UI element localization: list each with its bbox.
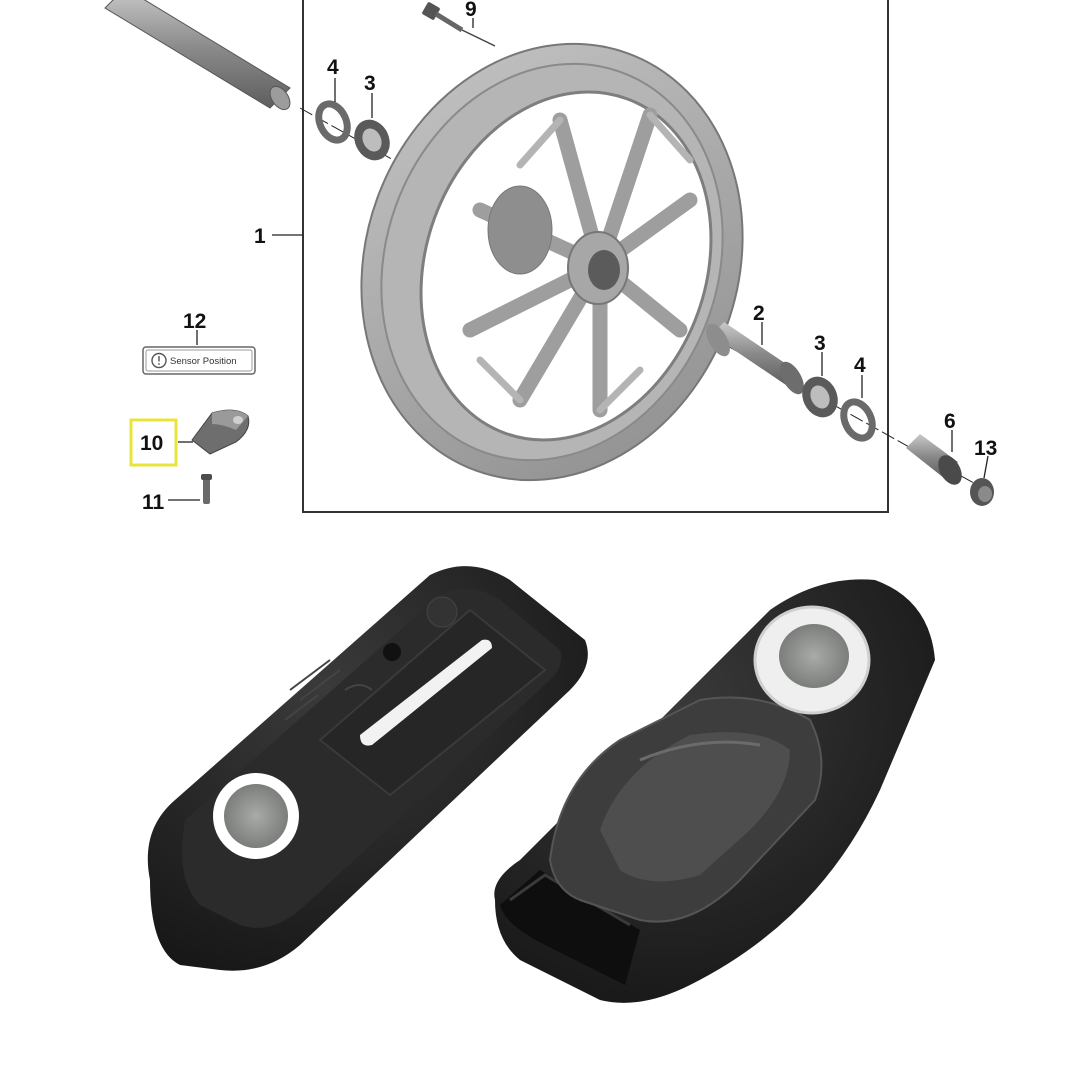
- part-12-sensor-position-sticker: Sensor Position: [142, 346, 256, 375]
- part-6-bushing: [906, 434, 962, 485]
- part-4-spacer-ring-left: [315, 100, 351, 144]
- part-11-screw: [201, 474, 212, 504]
- part-1-wheel: [360, 42, 744, 482]
- tire-pressure-icon: [151, 352, 167, 369]
- part-3-bearing-right: [802, 376, 838, 418]
- highlight-box-part-10: [129, 418, 178, 467]
- tpms-sensor-photo-right: [494, 579, 935, 1003]
- part-13-cap: [970, 478, 994, 506]
- callout-13: 13: [974, 437, 997, 460]
- part-9-valve: [422, 2, 496, 47]
- axle-shaft: [104, 0, 291, 111]
- part-2-spacer-sleeve: [706, 322, 804, 395]
- callout-11: 11: [142, 491, 165, 514]
- leader-lines: [168, 18, 989, 501]
- callout-12: 12: [183, 310, 206, 333]
- callout-6: 6: [944, 410, 956, 433]
- sticker-text: Sensor Position: [170, 356, 237, 367]
- tpms-sensor-photo-left: [147, 566, 588, 971]
- part-3-bearing-left: [354, 119, 390, 161]
- callout-2: 2: [753, 302, 765, 325]
- callout-1: 1: [254, 225, 266, 248]
- callout-4-left: 4: [327, 56, 339, 79]
- part-10-tpms-sensor: [191, 409, 250, 455]
- callout-9: 9: [465, 0, 477, 21]
- assembly-frame: [302, 0, 889, 513]
- part-4-spacer-ring-right: [840, 398, 876, 442]
- callout-4-right: 4: [854, 354, 866, 377]
- callout-3-right: 3: [814, 332, 826, 355]
- callout-10: 10: [140, 432, 163, 455]
- callout-3-left: 3: [364, 72, 376, 95]
